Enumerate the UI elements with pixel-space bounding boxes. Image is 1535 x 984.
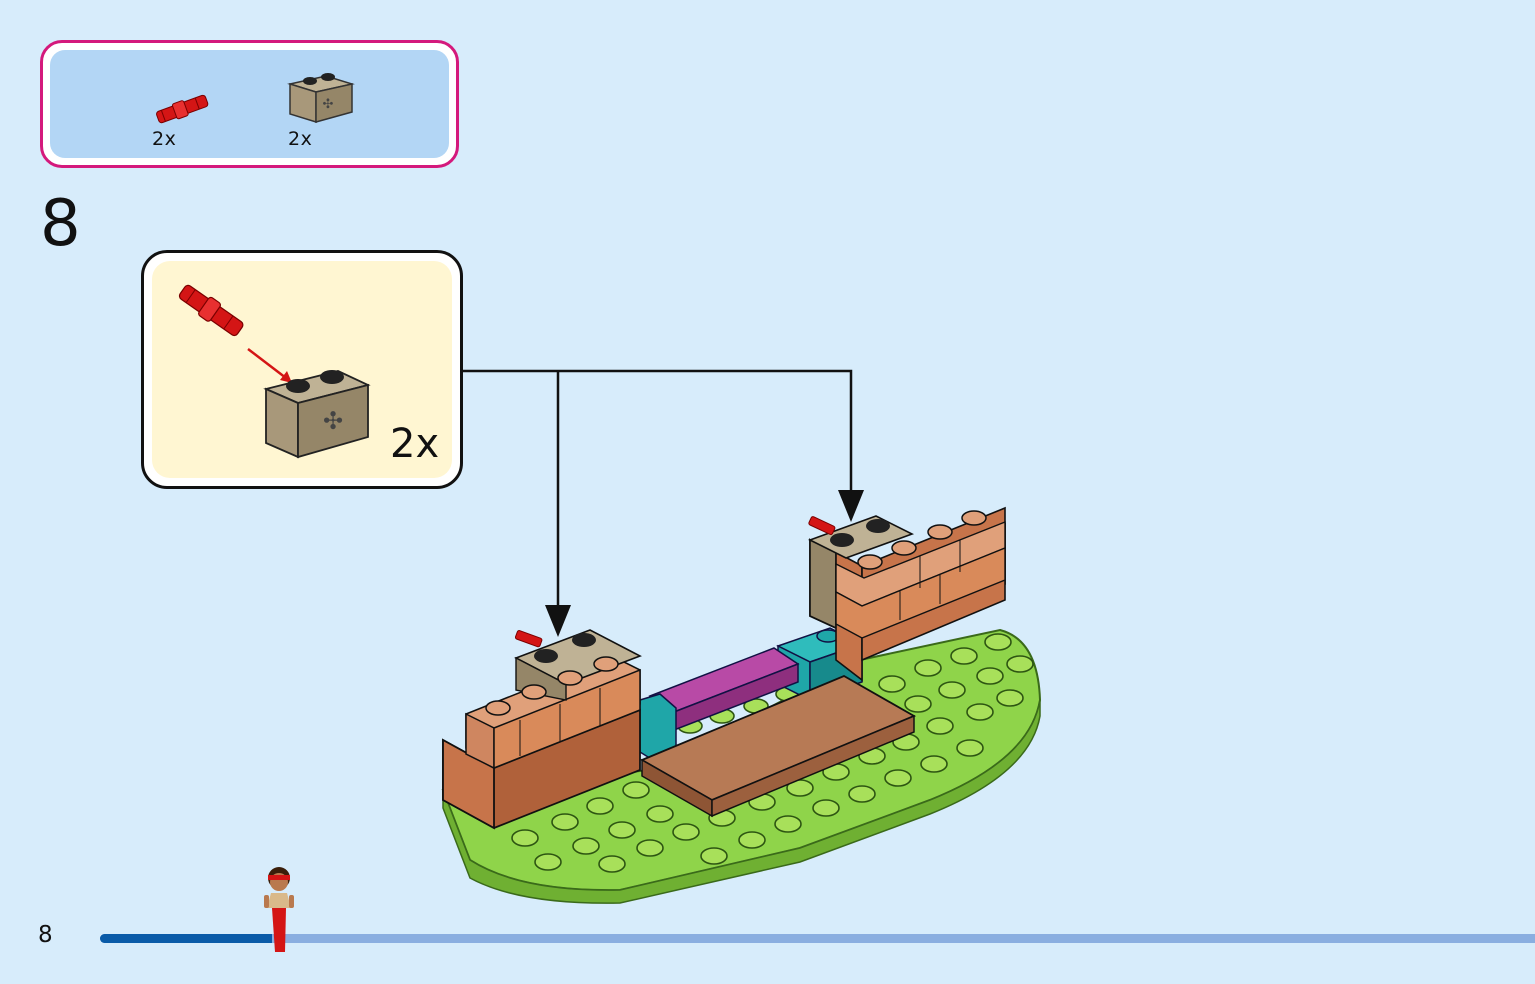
page-number: 8 [38, 922, 53, 948]
right-brick-tower [807, 506, 1006, 682]
insert-arrow-head [280, 371, 292, 383]
svg-text:✣: ✣ [323, 97, 334, 112]
subassembly-callout-inner: ✣ 2x [152, 261, 452, 478]
subassembly-quantity: 2x [390, 421, 440, 467]
parts-list-inner: 2x ✣ 2x [50, 50, 449, 158]
part-quantity: 2x [288, 128, 313, 150]
part-quantity: 2x [152, 128, 177, 150]
brown-tile [639, 674, 917, 818]
red-axle-connector-icon [156, 94, 209, 124]
callout-arrow-left [545, 605, 571, 637]
progress-track [100, 934, 1535, 943]
insert-arrow [247, 348, 287, 379]
step-number: 8 [40, 187, 81, 261]
subassembly-callout: ✣ 2x [141, 250, 463, 489]
svg-text:✣: ✣ [323, 407, 343, 435]
tan-brick-icon: ✣ [287, 73, 355, 124]
left-brick-tower [442, 629, 642, 830]
parts-list: 2x ✣ 2x [40, 40, 459, 168]
red-axle-connector-icon [178, 284, 244, 337]
part-red-axle-connector: 2x [150, 88, 220, 158]
tan-brick-icon: ✣ [263, 370, 371, 459]
progress-fill [100, 934, 272, 943]
callout-lines [463, 369, 853, 608]
part-tan-brick: ✣ 2x [286, 64, 366, 158]
subassembly-illustration: ✣ [178, 284, 371, 459]
callout-arrow-right [838, 490, 864, 522]
minifigure-progress-marker-icon [264, 867, 294, 952]
